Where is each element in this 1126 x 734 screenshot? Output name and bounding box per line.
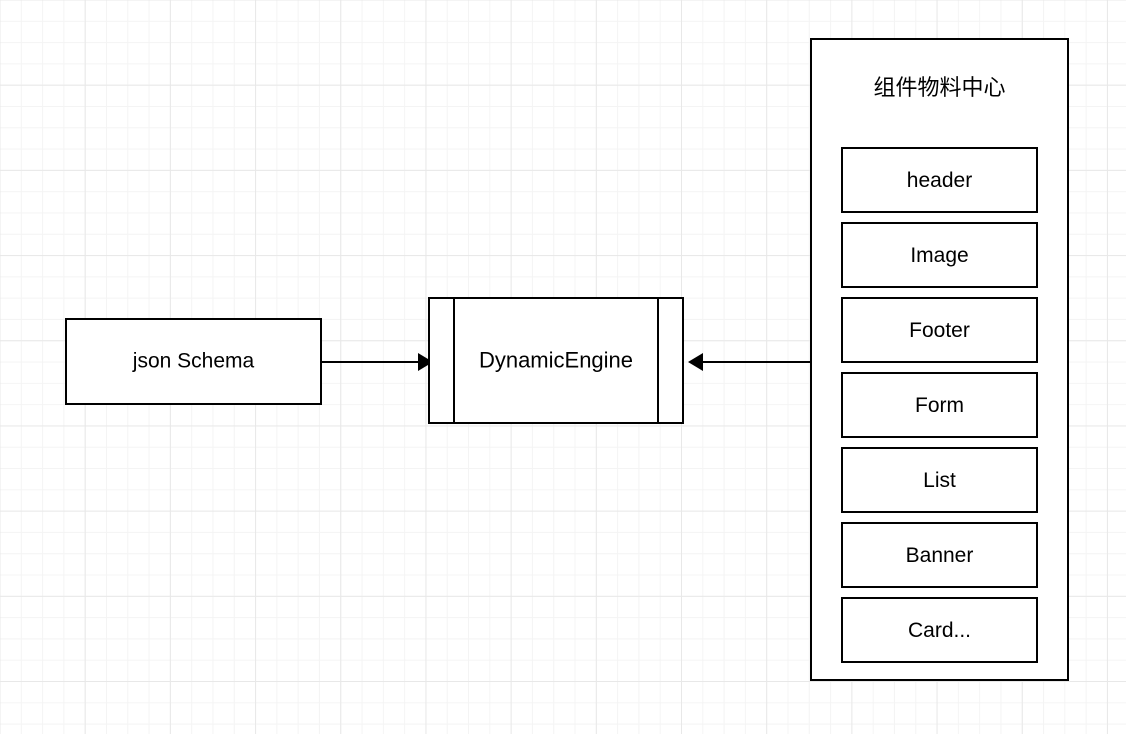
component-item[interactable]: Card... xyxy=(841,597,1038,663)
component-item[interactable]: Footer xyxy=(841,297,1038,363)
node-json-schema[interactable]: json Schema xyxy=(65,318,322,405)
component-item-label: header xyxy=(906,168,973,192)
component-item[interactable]: List xyxy=(841,447,1038,513)
component-item-label: Footer xyxy=(909,318,970,342)
component-item[interactable]: Image xyxy=(841,222,1038,288)
component-item-label: Card... xyxy=(907,618,972,642)
component-item-label: Banner xyxy=(905,543,974,567)
node-json-schema-label: json Schema xyxy=(132,349,255,373)
panel-material-center-title: 组件物料中心 xyxy=(873,75,1006,100)
component-item-label: List xyxy=(923,468,956,492)
component-item[interactable]: header xyxy=(841,147,1038,213)
node-dynamic-engine-label: DynamicEngine xyxy=(478,346,634,372)
component-item-label: Image xyxy=(910,243,969,267)
edge-panel-to-engine[interactable] xyxy=(692,361,810,363)
component-item-label: Form xyxy=(915,393,964,417)
arrowhead-left-icon xyxy=(688,353,703,371)
process-bar-right xyxy=(657,297,659,424)
node-dynamic-engine[interactable]: DynamicEngine xyxy=(428,297,684,424)
component-item[interactable]: Form xyxy=(841,372,1038,438)
process-bar-left xyxy=(453,297,455,424)
component-item[interactable]: Banner xyxy=(841,522,1038,588)
edge-schema-to-engine[interactable] xyxy=(322,361,420,363)
